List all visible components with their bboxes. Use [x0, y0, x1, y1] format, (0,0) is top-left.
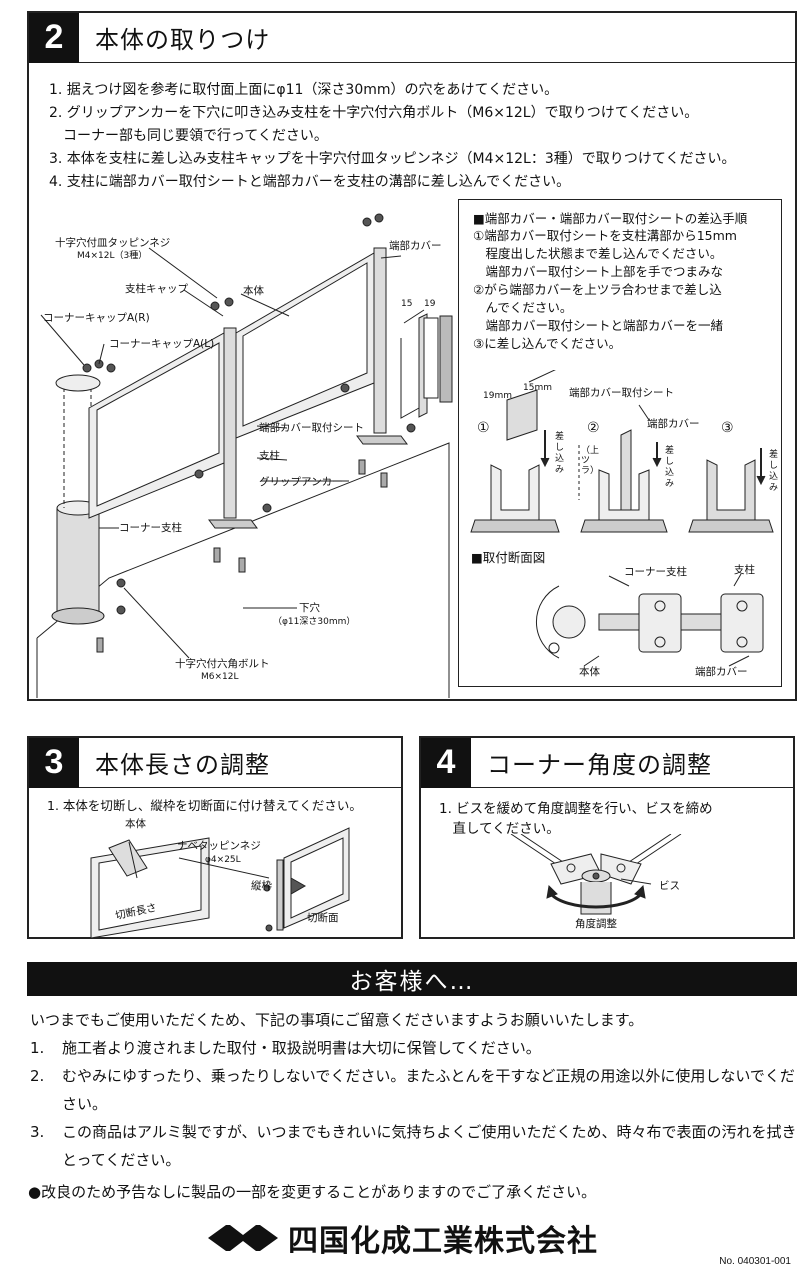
fig-step-1: ① [477, 420, 490, 436]
notice-item-text: この商品はアルミ製ですが、いつまでもきれいに気持ちよくご使用いただくため、時々布… [62, 1123, 797, 1169]
label-screw-spec: M4×12L（3種） [77, 251, 148, 261]
s3-frame-label: 縦枠 [251, 880, 272, 892]
section-3-number: 3 [29, 737, 79, 788]
step-2: 2. グリップアンカーを下穴に叩き込み支柱を十字穴付六角ボルト（M6×12L）で… [49, 105, 699, 121]
section-4-title: コーナー角度の調整 [487, 751, 712, 779]
section-2-steps: 1. 据えつけ図を参考に取付面上面にφ11（深さ30mm）の穴をあけてください。… [49, 79, 735, 194]
procedure-line: 端部カバー取付シート上部を手でつまみな [473, 264, 724, 279]
section-4-header: 4 コーナー角度の調整 [421, 737, 793, 788]
label-dim-19: 19 [424, 299, 436, 309]
procedure-title: ■端部カバー・端部カバー取付シートの差込手順 [473, 211, 748, 226]
fig-sheet-label: 端部カバー取付シート [569, 387, 674, 399]
sec-body-label: 本体 [579, 666, 600, 678]
notice-intro: いつまでもご使用いただくため、下記の事項にご留意くださいますようお願いいたします… [30, 1011, 644, 1029]
procedure-line: ③に差し込んでください。 [473, 336, 622, 351]
fig-insert-3: 差し込み [769, 450, 779, 493]
procedure-line: 程度出した状態まで差し込んでください。 [473, 246, 723, 261]
procedure-figures [470, 370, 774, 533]
notice-title-bar: お客様へ… [27, 962, 797, 996]
label-corner-cap-l: コーナーキャップA(L) [109, 338, 215, 350]
procedure-line: んでください。 [473, 300, 573, 315]
step-1: 1. 据えつけ図を参考に取付面上面にφ11（深さ30mm）の穴をあけてください。 [49, 82, 559, 98]
label-body: 本体 [243, 285, 264, 297]
notice-item: 3. この商品はアルミ製ですが、いつまでもきれいに気持ちよくご使用いただくため、… [30, 1118, 800, 1174]
fig-insert-2: 差し込み [665, 446, 675, 489]
company-name: 四国化成工業株式会社 [288, 1224, 598, 1259]
s3-screw-spec: φ4×25L [205, 855, 241, 865]
installation-diagram [36, 213, 453, 698]
s4-angle-label: 角度調整 [575, 918, 617, 930]
section-4-step-2: 直してください。 [439, 821, 560, 837]
fig-cover-label: 端部カバー [647, 418, 700, 430]
fig-step-3: ③ [721, 420, 734, 436]
section-4-number: 4 [421, 737, 471, 788]
label-pilot-hole-spec: （φ11深さ30mm） [273, 617, 356, 627]
procedure-lines: ①端部カバー取付シートを支柱溝部から15mm 程度出した状態まで差し込んでくださ… [473, 227, 737, 353]
company-logo: 四国化成工業株式会社 [208, 1218, 598, 1259]
procedure-line: ①端部カバー取付シートを支柱溝部から15mm [473, 228, 737, 243]
sec-post-label: 支柱 [734, 564, 755, 576]
document-number: No. 040301-001 [719, 1256, 791, 1267]
sec-corner-post-label: コーナー支柱 [624, 566, 687, 578]
label-post-cap: 支柱キャップ [125, 283, 188, 295]
label-screw-name: 十字穴付皿タッピンネジ [55, 237, 171, 249]
s3-screw-name: ナベタッピンネジ [177, 840, 261, 852]
section-2-number: 2 [29, 12, 79, 63]
fig-dim-19: 19mm [483, 391, 512, 401]
label-end-cover: 端部カバー [389, 240, 442, 252]
section-2-header: 2 本体の取りつけ [29, 12, 795, 63]
notice-item-num: 1. [30, 1039, 45, 1057]
fig-upper-flush: （上ツラ） [581, 446, 600, 476]
section-3-box: 3 本体長さの調整 1. 本体を切断し、縦枠を切断面に付け替えてください。 本体… [27, 736, 403, 939]
notice-item-num: 3. [30, 1123, 45, 1141]
sec-end-cover-label: 端部カバー [695, 666, 748, 678]
section-3-step: 1. 本体を切断し、縦枠を切断面に付け替えてください。 [47, 798, 362, 813]
step-4: 4. 支柱に端部カバー取付シートと端部カバーを支柱の溝部に差し込んでください。 [49, 174, 571, 190]
section-4-step-1: 1. ビスを緩めて角度調整を行い、ビスを締め [439, 801, 713, 817]
procedure-line: 端部カバー取付シートと端部カバーを一緒 [473, 318, 724, 333]
label-corner-cap-r: コーナーキャップA(R) [43, 312, 150, 324]
label-grip-anchor: グリップアンカー [259, 476, 343, 488]
notice-item-text: むやみにゆすったり、乗ったりしないでください。またふとんを干すなど正規の用途以外… [62, 1067, 795, 1113]
section-2-box: 2 本体の取りつけ 1. 据えつけ図を参考に取付面上面にφ11（深さ30mm）の… [27, 11, 797, 701]
label-post: 支柱 [259, 450, 280, 462]
procedure-box: ■端部カバー・端部カバー取付シートの差込手順 ①端部カバー取付シートを支柱溝部か… [458, 199, 782, 687]
notice-body: いつまでもご使用いただくため、下記の事項にご留意くださいますようお願いいたします… [30, 1006, 800, 1174]
notice-footer: ●改良のため予告なしに製品の一部を変更することがありますのでご了承ください。 [28, 1183, 597, 1201]
label-dim-15: 15 [401, 299, 413, 309]
notice-item: 2. むやみにゆすったり、乗ったりしないでください。またふとんを干すなど正規の用… [30, 1062, 800, 1118]
s4-screw-label: ビス [659, 880, 680, 892]
notice-item: 1. 施工者より渡されました取付・取扱説明書は大切に保管してください。 [30, 1034, 800, 1062]
company-mark-icon [208, 1225, 278, 1251]
section-view-diagram [536, 573, 764, 667]
label-corner-post: コーナー支柱 [119, 522, 182, 534]
fig-step-2: ② [587, 420, 600, 436]
section-4-diagram [510, 834, 682, 915]
notice-title: お客様へ… [349, 969, 475, 995]
section-3-title: 本体長さの調整 [95, 751, 270, 779]
fig-insert-1: 差し込み [555, 432, 565, 475]
notice-item-text: 施工者より渡されました取付・取扱説明書は大切に保管してください。 [62, 1039, 541, 1057]
section-2-title: 本体の取りつけ [95, 26, 271, 54]
procedure-line: ②がら端部カバーを上ツラ合わせまで差し込 [473, 282, 722, 297]
label-bolt-name: 十字穴付六角ボルト [175, 658, 270, 670]
section-3-header: 3 本体長さの調整 [29, 737, 401, 788]
label-pilot-hole: 下穴 [299, 602, 320, 614]
s3-cut-face: 切断面 [307, 912, 339, 924]
label-bolt-spec: M6×12L [201, 672, 239, 682]
fig-dim-15: 15mm [523, 383, 552, 393]
step-2b: コーナー部も同じ要領で行ってください。 [49, 128, 328, 144]
notice-item-num: 2. [30, 1067, 45, 1085]
section-3-diagram [90, 827, 350, 938]
label-end-cover-sheet: 端部カバー取付シート [259, 422, 364, 434]
section-4-box: 4 コーナー角度の調整 1. ビスを緩めて角度調整を行い、ビスを締め 直してくだ… [419, 736, 795, 939]
step-3: 3. 本体を支柱に差し込み支柱キャップを十字穴付皿タッピンネジ（M4×12L：3… [49, 151, 736, 167]
section-view-title: ■取付断面図 [471, 550, 546, 565]
s3-body-label: 本体 [125, 818, 146, 830]
